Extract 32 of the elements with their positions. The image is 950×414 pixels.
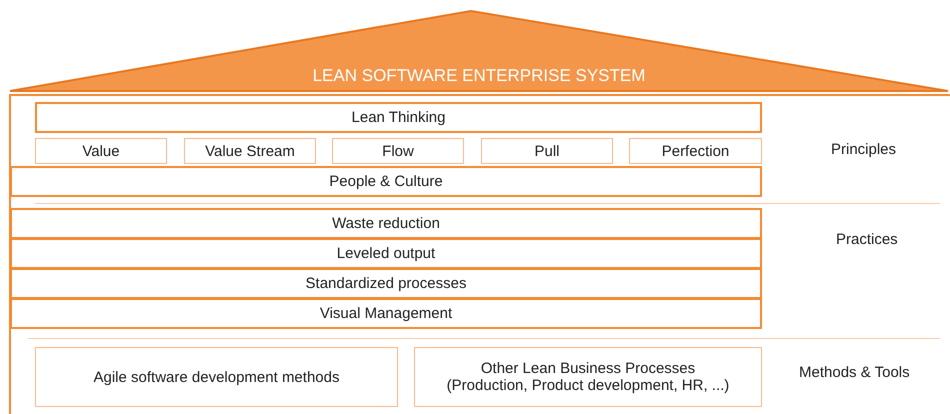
layer-label: Leveled output — [336, 245, 436, 262]
layer-label: Perfection — [662, 142, 730, 160]
layer-bar — [10, 166, 762, 197]
layer-bar — [10, 268, 762, 299]
system-title: LEAN SOFTWARE ENTERPRISE SYSTEM — [312, 66, 646, 86]
pillar-box — [414, 347, 762, 407]
roof-triangle — [9, 10, 949, 92]
layer-bar — [10, 238, 762, 269]
layer-bar — [10, 298, 762, 329]
pillar-box — [184, 138, 316, 164]
pillar-box — [35, 347, 398, 407]
layer-bar — [35, 102, 762, 133]
layer-label: Standardized processes — [306, 275, 466, 292]
layer-label: Visual Management — [320, 305, 452, 322]
layer-label: Pull — [534, 142, 560, 160]
layer-label: People & Culture — [329, 173, 443, 190]
layer-label: Value — [82, 142, 120, 160]
layer-label: Waste reduction — [332, 215, 440, 232]
pillar-box — [629, 138, 762, 164]
pillar-box — [332, 138, 464, 164]
level-label: Methods & Tools — [799, 364, 910, 381]
layer-label: Value Stream — [205, 142, 295, 160]
pillar-box — [35, 138, 167, 164]
level-label: Principles — [831, 141, 896, 158]
layer-label: Lean Thinking — [352, 109, 446, 126]
level-label: Practices — [836, 231, 898, 248]
layer-bar — [10, 208, 762, 239]
layer-label: Flow — [382, 142, 414, 160]
house-frame — [9, 94, 950, 414]
layer-label: Agile software development methods — [92, 368, 340, 386]
layer-label: Other Lean Business Processes (Production, Product development, HR, ...) — [446, 360, 730, 394]
pillar-box — [481, 138, 613, 164]
